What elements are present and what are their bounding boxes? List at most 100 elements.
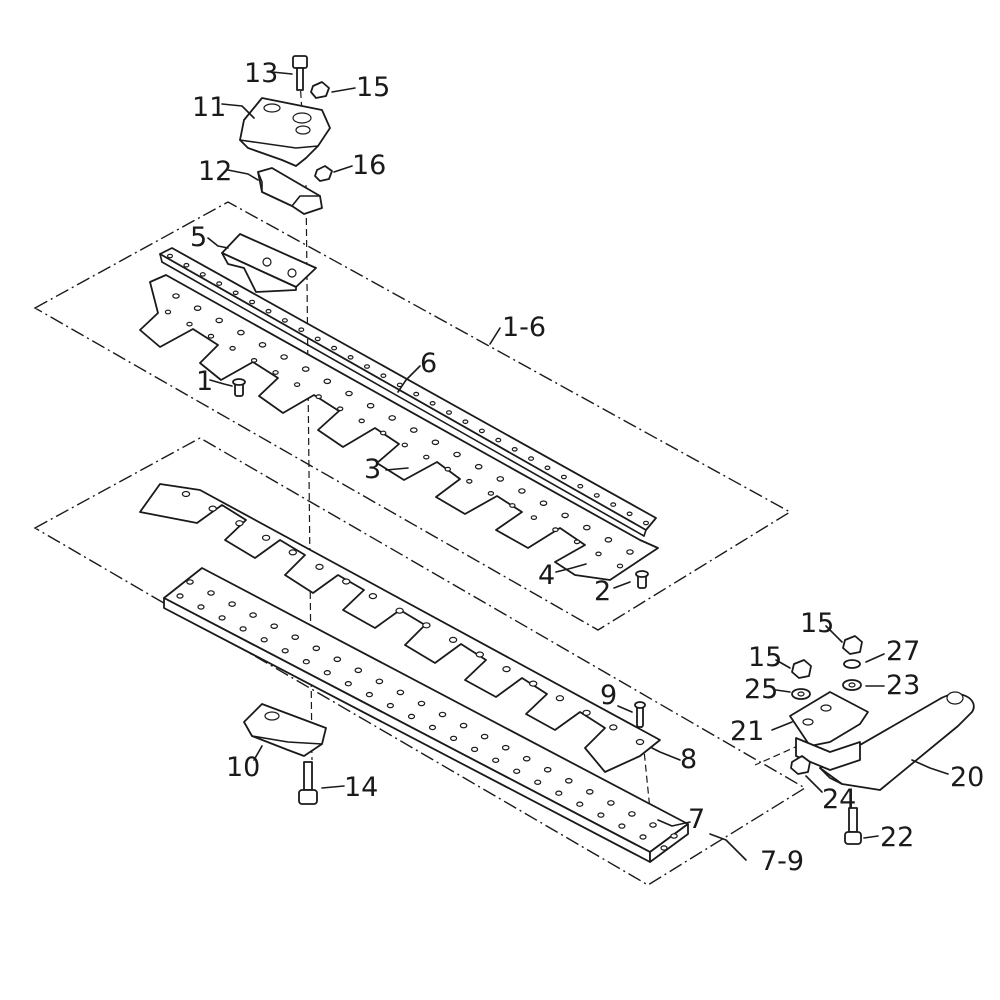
- rivet-hole: [380, 430, 387, 436]
- knife-head-part-11: [239, 97, 331, 167]
- callout-15-top: 15: [356, 72, 390, 103]
- rivet-hole: [626, 511, 633, 517]
- bolt-hole: [555, 790, 563, 796]
- rivet-hole: [199, 272, 206, 277]
- rivet-hole: [610, 502, 617, 507]
- rivet-hole: [604, 536, 613, 543]
- rivet-hole: [345, 390, 353, 397]
- bolt-hole: [428, 724, 437, 731]
- rivet-hole: [207, 333, 215, 339]
- rivet-hole: [172, 293, 180, 299]
- rivet-part-2: [635, 570, 649, 589]
- bolt-hole: [618, 823, 626, 829]
- washer-part-23: [842, 679, 862, 691]
- bolt-hole: [564, 777, 573, 784]
- callout-27: 27: [886, 636, 920, 667]
- bolt-hole: [197, 604, 205, 610]
- callout-25: 25: [744, 674, 778, 705]
- bolt-hole: [291, 634, 300, 641]
- rivet-hole: [561, 512, 569, 519]
- rivet-hole: [444, 466, 451, 472]
- rivet-hole: [582, 709, 591, 716]
- bolt-hole: [386, 702, 394, 709]
- callout-12: 12: [198, 156, 232, 187]
- rivet-hole: [366, 402, 375, 409]
- hold-down-clip-part-5: [221, 233, 317, 293]
- rivet-hole: [511, 446, 518, 452]
- callout-23: 23: [886, 670, 920, 701]
- bolt-hole: [375, 678, 384, 685]
- rivet-hole: [529, 680, 538, 687]
- bolt-hole: [302, 659, 310, 665]
- bolt-hole: [281, 648, 289, 654]
- bolt-hole: [534, 779, 542, 786]
- rivet-hole: [342, 578, 351, 585]
- rivet-hole: [413, 391, 420, 397]
- callout-20: 20: [950, 762, 984, 793]
- rivet-hole: [167, 253, 174, 259]
- callout-labels: 13 15 11 12 16 5 1-6 6 1 3 4 2 9 8 7 7-9…: [190, 58, 984, 877]
- cutter-bar-part-7: [163, 567, 689, 863]
- rivet-hole: [237, 329, 245, 336]
- bolt-hole: [649, 822, 657, 828]
- rivet-hole: [495, 437, 502, 443]
- rivet-hole: [528, 456, 535, 461]
- bolt-hole: [513, 768, 521, 775]
- callout-2: 2: [594, 576, 611, 607]
- rivet-hole: [573, 539, 581, 545]
- callout-9: 9: [600, 680, 617, 711]
- callout-22: 22: [880, 822, 914, 853]
- rivet-hole: [250, 358, 258, 363]
- rivet-hole: [609, 724, 618, 731]
- callout-24: 24: [822, 784, 856, 815]
- rivet-hole: [281, 318, 288, 323]
- rivet-hole: [544, 465, 551, 471]
- nut-part-16: [314, 165, 333, 182]
- rivet-hole: [595, 551, 602, 557]
- bolt-hole: [333, 656, 342, 663]
- callout-4: 4: [538, 560, 555, 591]
- bolt-hole: [218, 615, 226, 621]
- rivet-hole: [429, 400, 436, 406]
- rivet-hole: [401, 442, 408, 448]
- rivet-hole: [301, 366, 310, 372]
- rivet-hole: [364, 364, 371, 369]
- bolt-hole: [501, 744, 510, 751]
- rivet-hole: [164, 309, 172, 315]
- bolt-hole: [228, 601, 236, 607]
- bolt-part-13: [292, 55, 308, 91]
- bolt-hole: [607, 800, 615, 806]
- knife-guide-part-12: [257, 167, 323, 215]
- assembly-axis-bracket: [754, 744, 801, 766]
- nut-part-24: [790, 755, 811, 775]
- rivet-hole: [518, 488, 526, 494]
- rivet-hole: [555, 695, 565, 702]
- knife-sections-part-3: [139, 274, 659, 581]
- bolt-hole: [354, 667, 363, 674]
- rivet-hole: [509, 503, 516, 508]
- bolt-hole: [660, 845, 668, 851]
- callout-16: 16: [352, 150, 386, 181]
- bolt-hole: [344, 681, 352, 687]
- bolt-part-22: [844, 807, 862, 845]
- rivet-hole: [368, 592, 378, 600]
- rivet-hole: [293, 382, 301, 388]
- rivet-hole: [323, 378, 332, 385]
- bolt-hole: [323, 670, 331, 676]
- rivet-hole: [380, 373, 387, 379]
- head-block-part-10: [243, 703, 327, 757]
- rivet-hole: [193, 305, 202, 312]
- bolt-hole: [249, 612, 257, 618]
- rivet-hole: [261, 534, 271, 541]
- rivet-hole: [298, 327, 305, 333]
- rivet-hole: [552, 527, 559, 533]
- rivet-hole: [315, 394, 322, 400]
- nut-part-15-top: [310, 81, 330, 99]
- rivet-hole: [258, 341, 267, 348]
- rivet-hole: [232, 290, 239, 296]
- rivet-hole: [593, 493, 600, 498]
- washer-part-25: [791, 688, 811, 700]
- rivet-hole: [215, 317, 224, 324]
- bolt-hole: [576, 801, 584, 807]
